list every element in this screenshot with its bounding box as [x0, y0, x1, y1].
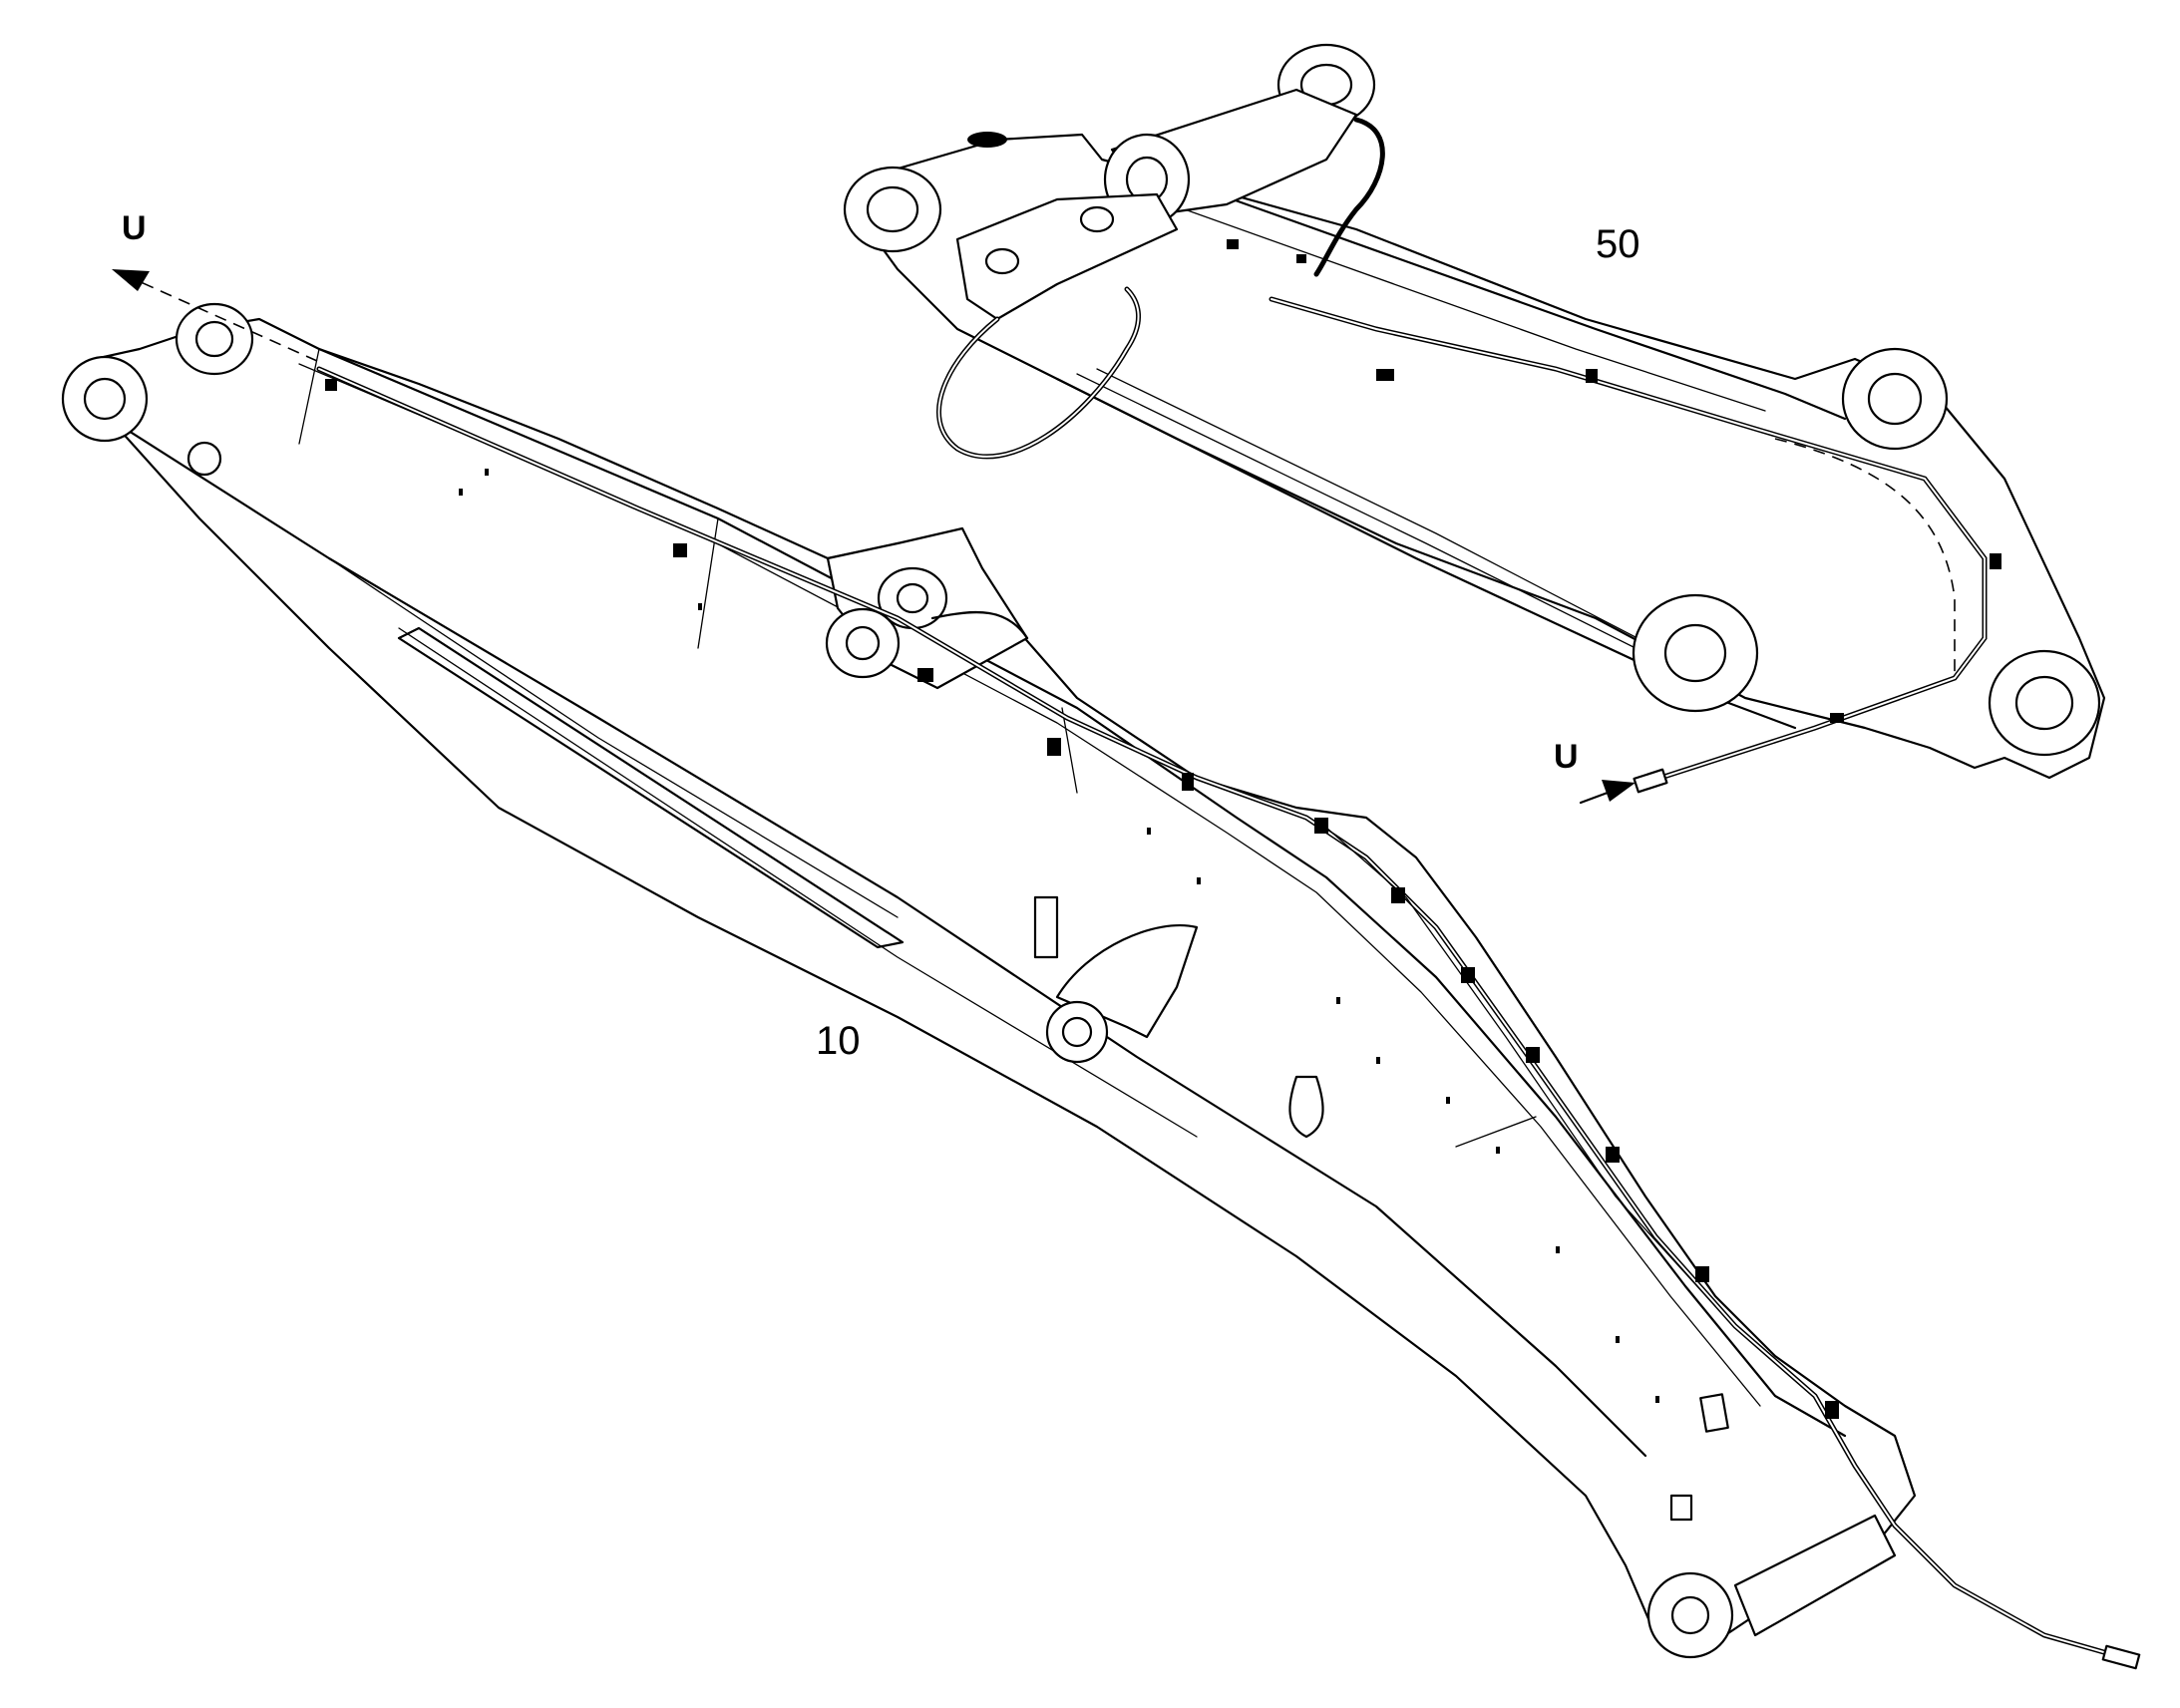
boom-bottom-flange	[108, 417, 1647, 1458]
boom-seam-3	[1061, 707, 1078, 794]
arm-tip-hole-upper	[1867, 372, 1923, 426]
boom-bracket-hole-1	[845, 625, 881, 661]
boom-bracket-boss-1	[825, 607, 901, 679]
arm-bottom-edge-inner-2	[1096, 368, 1686, 664]
boom-lower-boss	[1045, 1000, 1109, 1064]
boom-hole-9	[1496, 1147, 1500, 1154]
boom-mid-tab	[1033, 895, 1059, 959]
arm-clamp-1	[1227, 239, 1239, 249]
boom-seam-1	[298, 348, 320, 445]
boom-clamp-9	[1526, 1047, 1540, 1063]
boom-seam-4	[1455, 1116, 1537, 1148]
arm-mid-boss	[1632, 593, 1759, 713]
boom-foot-boss-upper	[175, 302, 254, 376]
boom-hose-main-inner	[318, 368, 2115, 1656]
boom-clamp-3	[917, 668, 933, 682]
arm-hose-main-inner	[1271, 298, 1986, 784]
arm-yoke-hole-1	[984, 247, 1020, 275]
boom-clamp-1	[325, 379, 337, 391]
arm-tip-boss-upper	[1841, 347, 1949, 451]
boom-hole-8	[1446, 1097, 1450, 1104]
arm-top-edge	[1175, 177, 1847, 421]
boom-hose-secondary	[1325, 827, 1716, 1307]
arm-top-edge-inner	[1156, 198, 1766, 412]
arm-tip-boss-lower	[1988, 649, 2101, 757]
boom-bottom-flange-2	[398, 627, 1198, 1138]
boom-cover-disc	[186, 441, 222, 477]
arrow-right-icon	[1602, 780, 1635, 802]
arm-hose-end-fitting	[1633, 768, 1668, 794]
arm-bottom-edge-inner	[1076, 373, 1696, 679]
boom-clamp-11	[1695, 1266, 1709, 1282]
connection-label-left: U	[122, 209, 147, 247]
boom-hole-4	[1147, 828, 1151, 835]
arm-foot-pin-hole	[866, 185, 919, 233]
boom-hole-7	[1376, 1057, 1380, 1064]
boom-hole-5	[1197, 877, 1201, 884]
boom-bracket-boss-2	[877, 566, 948, 630]
boom-nameplate	[1699, 1393, 1729, 1433]
boom-clamp-7	[1391, 887, 1405, 903]
arm-mid-hole	[1663, 623, 1727, 683]
boom-hole-1	[459, 489, 463, 496]
boom-tip-tube	[1733, 1514, 1897, 1637]
connection-label-right: U	[1554, 738, 1579, 776]
boom-lower-plate	[397, 626, 905, 949]
boom-hole-11	[1616, 1336, 1620, 1343]
arm-hose-loop-inner	[937, 288, 1140, 458]
arm-clamp-3	[1376, 369, 1394, 381]
arrow-left-icon	[112, 269, 150, 291]
boom-hole-6	[1336, 997, 1340, 1004]
boom-foot-hole-upper	[194, 320, 234, 358]
boom-hole-10	[1556, 1246, 1560, 1253]
connection-marker-left: U	[112, 209, 318, 362]
boom-foot-hole-left	[83, 377, 127, 421]
arm-clamp-5	[1990, 553, 2001, 569]
boom-foot-boss-left	[61, 355, 149, 443]
connection-marker-right: U	[1554, 738, 1635, 805]
boom-tip-block	[1669, 1494, 1693, 1522]
arm-clamp-4	[1586, 369, 1598, 383]
boom-lower-hole	[1061, 1016, 1093, 1048]
arm-foot-boss	[843, 166, 942, 253]
arm-cap-plate	[967, 132, 1007, 148]
callout-boom: 10	[816, 1019, 861, 1063]
callout-arm: 50	[1596, 222, 1640, 266]
boom-bracket-gusset	[930, 610, 1029, 640]
arm-clamp-6	[1830, 713, 1844, 723]
boom-tip-hole	[1670, 1595, 1710, 1635]
boom-hole-12	[1655, 1396, 1659, 1403]
arm-hose-upper	[1313, 117, 1385, 277]
boom-body	[93, 317, 1917, 1657]
boom-clamp-10	[1606, 1147, 1620, 1163]
connection-left-dashed-line	[129, 276, 318, 362]
boom-clamp-2	[673, 543, 687, 557]
boom-tip-boss	[1646, 1571, 1734, 1659]
arm-bottom-edge	[1055, 377, 1797, 730]
boom-lifting-eye	[1288, 1075, 1324, 1139]
boom-hole-3	[698, 603, 702, 610]
boom-assembly	[61, 302, 2141, 1670]
arm-clamp-2	[1296, 254, 1306, 263]
arm-yoke-hole-2	[1079, 205, 1115, 233]
boom-clamp-8	[1461, 967, 1475, 983]
arm-tip-hole-lower	[2014, 675, 2074, 731]
boom-top-edge-inner	[298, 363, 1761, 1407]
boom-clamp-12	[1825, 1401, 1839, 1419]
boom-bracket-hole-2	[896, 582, 929, 614]
boom-clamp-5	[1182, 773, 1194, 791]
arm-yoke	[955, 192, 1179, 321]
boom-clamp-4	[1047, 738, 1061, 756]
boom-hole-2	[485, 469, 489, 476]
boom-lower-plate-edge	[328, 557, 899, 918]
boom-hose-end-fitting	[2101, 1644, 2141, 1670]
arm-hidden-hose	[1774, 438, 1956, 678]
boom-clamp-6	[1314, 818, 1328, 834]
arm-assembly	[843, 43, 2106, 794]
